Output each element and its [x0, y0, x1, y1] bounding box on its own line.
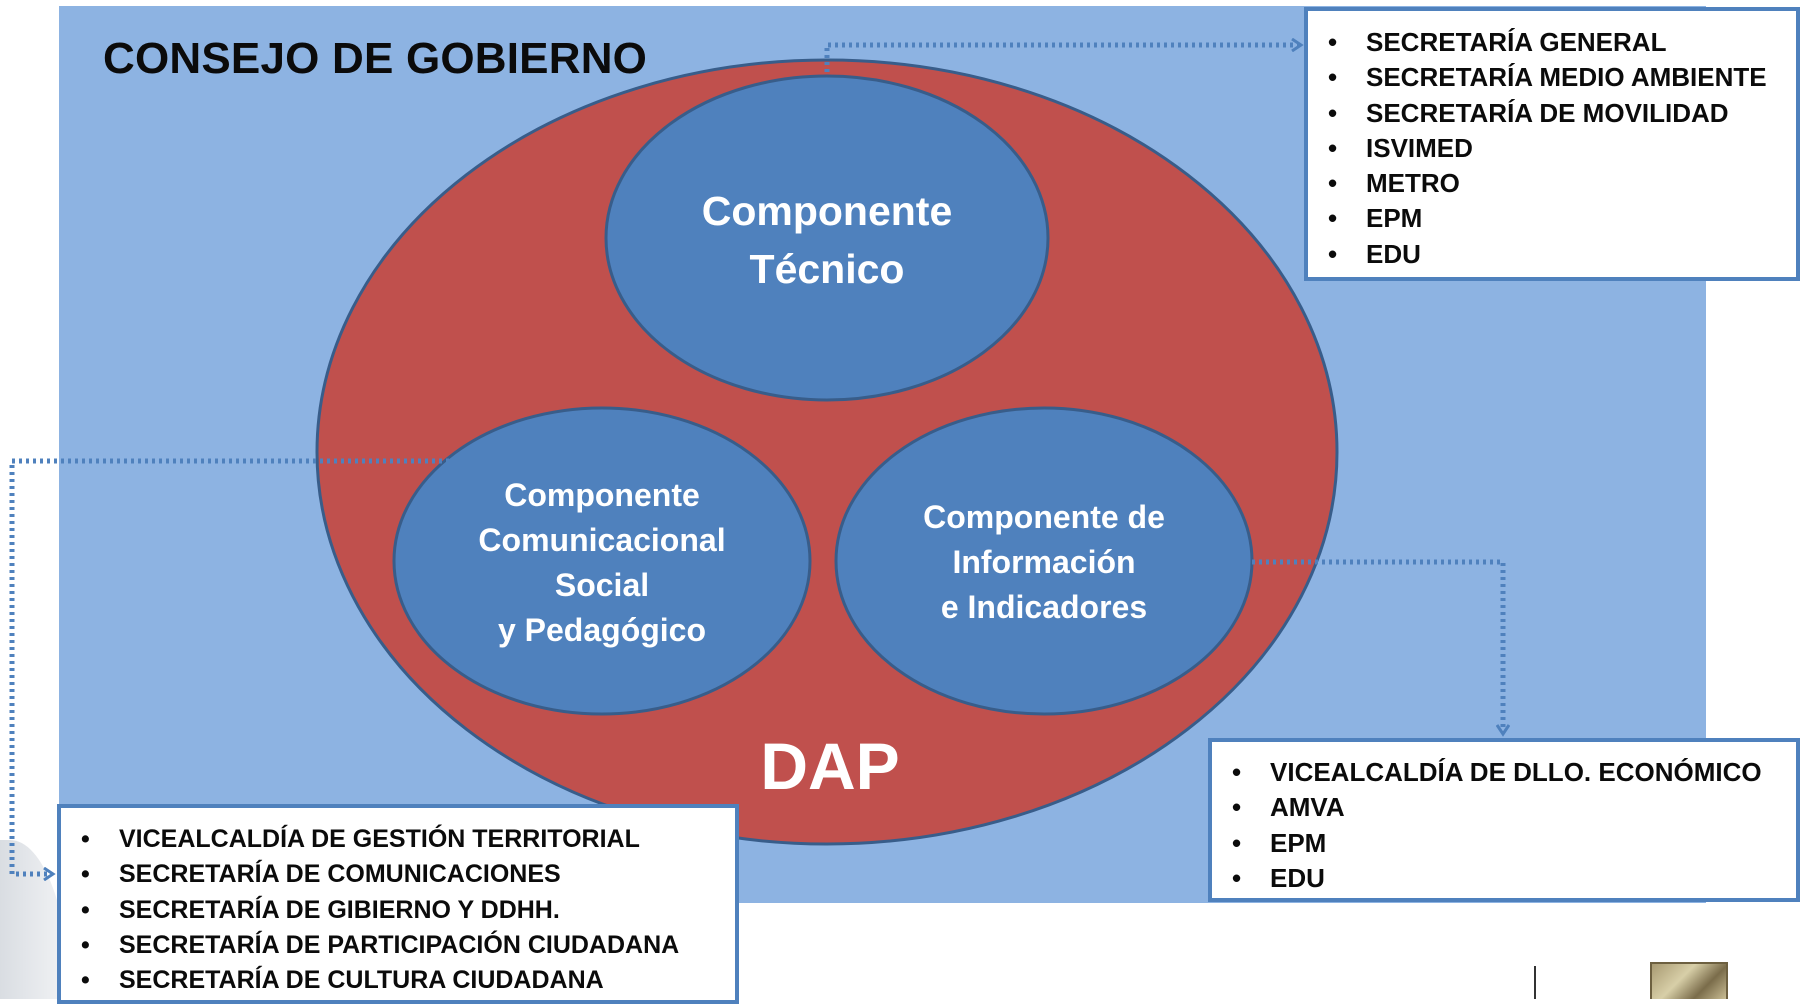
list-box-informacion: VICEALCALDÍA DE DLLO. ECONÓMICO AMVA EPM… — [1208, 738, 1800, 902]
connector-comunicacional — [9, 458, 645, 874]
list-item: SECRETARÍA MEDIO AMBIENTE — [1308, 60, 1796, 96]
list-item: EDU — [1308, 237, 1796, 273]
list-item: VICEALCALDÍA DE GESTIÓN TERRITORIAL — [61, 822, 735, 858]
list-item: ISVIMED — [1308, 131, 1796, 167]
list-item: EDU — [1212, 861, 1796, 897]
component-circle-tecnico — [604, 74, 1050, 402]
list-item: AMVA — [1212, 790, 1796, 826]
coat-of-arms-logo — [1650, 962, 1728, 999]
footer-divider — [1534, 966, 1536, 999]
component-label-comunicacional: Componente Comunicacional Social y Pedag… — [478, 477, 726, 648]
connector-informacion — [1252, 559, 1503, 733]
list-item: SECRETARÍA DE CULTURA CIUDADANA — [61, 963, 735, 999]
list-item: SECRETARÍA DE GIBIERNO Y DDHH. — [61, 893, 735, 929]
component-circle-comunicacional — [392, 406, 812, 716]
dap-label: DAP — [760, 729, 900, 803]
list-item: EPM — [1212, 826, 1796, 862]
list-box-tecnico: SECRETARÍA GENERAL SECRETARÍA MEDIO AMBI… — [1304, 7, 1800, 281]
component-label-informacion: Componente de Información e Indicadores — [923, 499, 1165, 625]
list-tecnico: SECRETARÍA GENERAL SECRETARÍA MEDIO AMBI… — [1308, 25, 1796, 272]
list-item: EPM — [1308, 201, 1796, 237]
list-item: METRO — [1308, 166, 1796, 202]
connector-tecnico — [824, 45, 1300, 72]
component-label-tecnico: Componente Técnico — [701, 188, 953, 292]
diagram-title: CONSEJO DE GOBIERNO — [103, 34, 648, 83]
list-item: SECRETARÍA GENERAL — [1308, 25, 1796, 61]
list-item: SECRETARÍA DE MOVILIDAD — [1308, 96, 1796, 132]
list-comunicacional: VICEALCALDÍA DE GESTIÓN TERRITORIAL SECR… — [61, 822, 735, 999]
list-item: SECRETARÍA DE COMUNICACIONES — [61, 857, 735, 893]
list-box-comunicacional: VICEALCALDÍA DE GESTIÓN TERRITORIAL SECR… — [57, 804, 739, 1004]
list-item: VICEALCALDÍA DE DLLO. ECONÓMICO — [1212, 755, 1796, 791]
list-item: SECRETARÍA DE PARTICIPACIÓN CIUDADANA — [61, 928, 735, 964]
list-informacion: VICEALCALDÍA DE DLLO. ECONÓMICO AMVA EPM… — [1212, 755, 1796, 896]
